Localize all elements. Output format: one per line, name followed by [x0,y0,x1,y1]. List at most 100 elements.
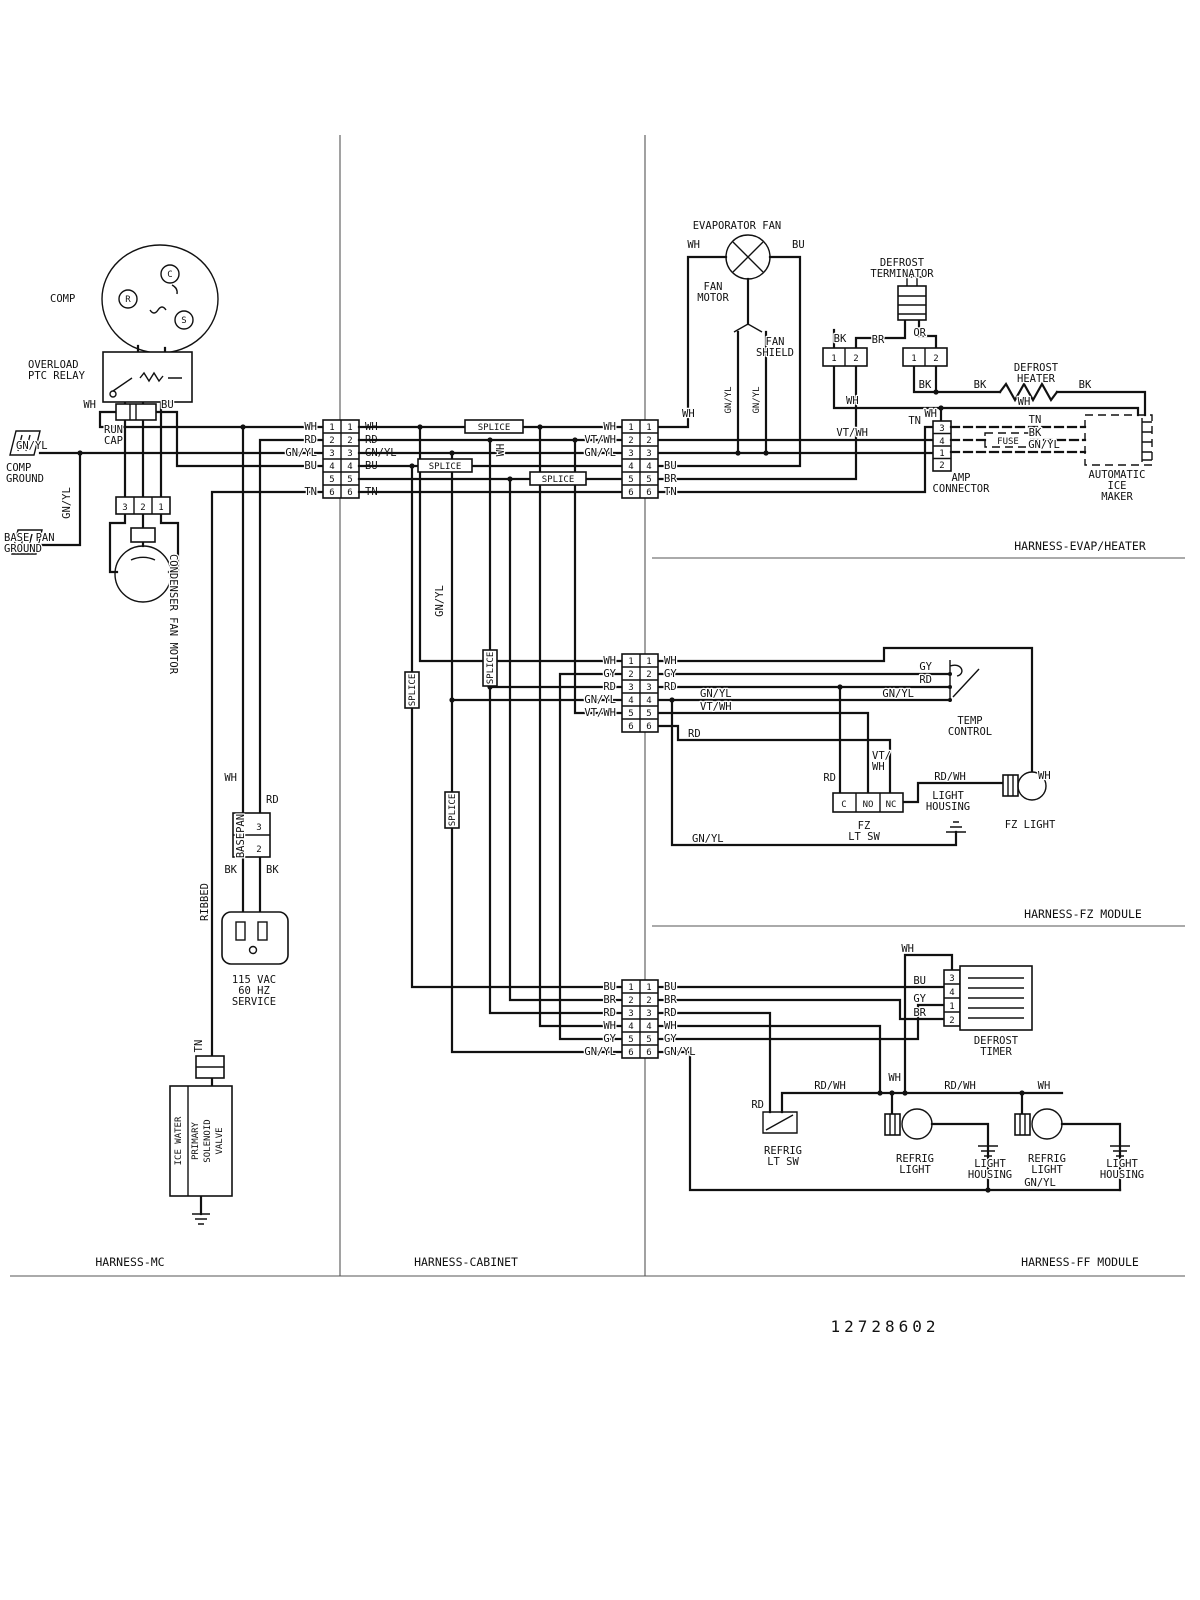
harness-cabinet-label: HARNESS-CABINET [414,1255,518,1269]
ground-icon [192,1213,210,1225]
connector-cabinet-evap: 1 2 3 4 5 6 1 2 3 4 5 6 WH VT/WH GN/YL B… [583,407,696,500]
solenoid-label: VALVE [215,1127,225,1154]
wire-label-gy: GY [603,1033,616,1045]
pin: 1 [911,354,916,364]
fz-light-switch: C NO NC RD VT/ WH FZ LT SW RD/WH LIGHT H… [691,749,972,847]
wire-label-bu: BU [664,460,677,472]
solenoid-label: SOLENOID [203,1119,213,1162]
pin: 1 [646,657,651,667]
light-housing-label: LIGHT [932,790,964,802]
pin: 2 [933,354,938,364]
pin: 5 [646,1035,651,1045]
fuse-label: FUSE [997,437,1019,447]
pin: 4 [329,462,334,472]
pin: 3 [646,1009,651,1019]
fan-shield-label: FAN [766,336,785,348]
amp-pin: 3 [939,424,944,434]
ff-section-wires [656,953,1122,1193]
wire-label-gy: GY [664,1033,677,1045]
light-housing-label: LIGHT [974,1158,1006,1170]
wire-label-wh: WH [1038,1080,1051,1092]
wire-label-gnyl: GN/YL [584,694,616,706]
wire-label-wh: WH [603,655,616,667]
wire-label-gnyl: GN/YL [882,688,914,700]
wire-label-vtwh: VT/WH [700,701,732,713]
wire-label-wh: WH [687,239,700,251]
relay-pin: 3 [122,503,127,513]
wire-label-gy: GY [913,993,926,1005]
light-housing-label: HOUSING [1100,1169,1144,1181]
connector-cabinet-ff: 1 2 3 4 5 6 1 2 3 4 5 6 BU BR RD WH GY G… [583,979,697,1059]
timer-pin: 2 [949,1016,954,1026]
ice-maker: FUSE TN BK GN/YL AUTOMATIC ICE MAKER [949,413,1153,504]
wire-label-br: BR [872,334,885,346]
pin: 2 [628,996,633,1006]
pin: 2 [646,996,651,1006]
fan-shield-label: SHIELD [756,347,794,359]
wire-label-wh: WH [224,772,237,784]
pin: 5 [628,709,633,719]
comp-label: COMP [50,293,75,305]
ice-maker-label: MAKER [1101,491,1133,503]
comp-terminal-r: R [125,295,131,305]
splice-label: SPLICE [429,462,462,472]
wire-label-gnyl: GN/YL [1028,439,1060,451]
run-cap-label: RUN [104,424,123,436]
wire-label-gnyl: GN/YL [61,487,73,519]
wire-label-tn: TN [908,415,921,427]
refrig-light-2: REFRIG LIGHT LIGHT HOUSING [1014,1108,1145,1182]
wire-label-gnyl: GN/YL [752,386,762,413]
wire-label-rd: RD [823,772,836,784]
wire-label-bu: BU [664,981,677,993]
wire-label-bk: BK [224,864,237,876]
pin: 4 [347,462,352,472]
wire-label-bk: BK [266,864,279,876]
wire-label-bk: BK [1079,379,1092,391]
wire-label-bk: BK [834,333,847,345]
pin: 5 [329,475,334,485]
wire-label-tn: TN [193,1040,205,1053]
refrig-light-1: REFRIG LIGHT LIGHT HOUSING [884,1108,1013,1182]
pin: 2 [628,436,633,446]
temp-control: GY RD GN/YL TEMP CONTROL [881,660,993,740]
light-housing-label: HOUSING [926,801,970,813]
amp-connector-label: CONNECTOR [933,483,991,495]
splice-label: SPLICE [448,794,458,827]
refrig-switch-label: LT SW [767,1156,799,1168]
condenser-fan-motor-label: CONDENSER FAN MOTOR [167,554,179,675]
splices: SPLICE SPLICE SPLICE SPLICE SPLICE SPLIC… [404,419,587,829]
splice-label: SPLICE [542,475,575,485]
relay-pin: 2 [140,503,145,513]
pin: 6 [646,722,651,732]
pin: 6 [347,488,352,498]
pin: 6 [628,1048,633,1058]
overload-ptc-relay: OVERLOAD PTC RELAY 3 2 1 [27,351,193,515]
wire-label-tn: TN [304,486,317,498]
evap-fan-label: EVAPORATOR FAN [693,220,782,232]
wire-label-wh: WH [603,1020,616,1032]
harness-ff-module-label: HARNESS-FF MODULE [1021,1255,1139,1269]
pin: 2 [628,670,633,680]
pin: 5 [646,709,651,719]
refrig-light-label: LIGHT [899,1164,931,1176]
wire-label-bu: BU [792,239,805,251]
bulb-icon [1031,1108,1063,1140]
harness-evap-heater-label: HARNESS-EVAP/HEATER [1014,539,1146,553]
comp-ground-label: COMP [6,462,31,474]
wire-label-wh: WH [495,444,507,457]
refrig-switch-label: REFRIG [764,1145,802,1157]
fz-light: WH FZ LIGHT [1002,769,1057,832]
overload-label: OVERLOAD [28,359,79,371]
wire-label-wh: WH [846,395,859,407]
wire-label-bk: BK [919,379,932,391]
fan-motor-label: MOTOR [697,292,729,304]
service-label: 60 HZ [238,985,270,997]
ff-wire-labels: RD/WH WH RD/WH WH GN/YL [813,1071,1057,1191]
light-housing-label: HOUSING [968,1169,1012,1181]
wire-label-rd: RD [664,1007,677,1019]
base-pan-ground-label: BASE PAN [4,532,55,544]
wire-label-wh: WH [603,421,616,433]
cabinet-wires: WH GN/YL [357,424,624,1054]
pin: 4 [646,1022,651,1032]
